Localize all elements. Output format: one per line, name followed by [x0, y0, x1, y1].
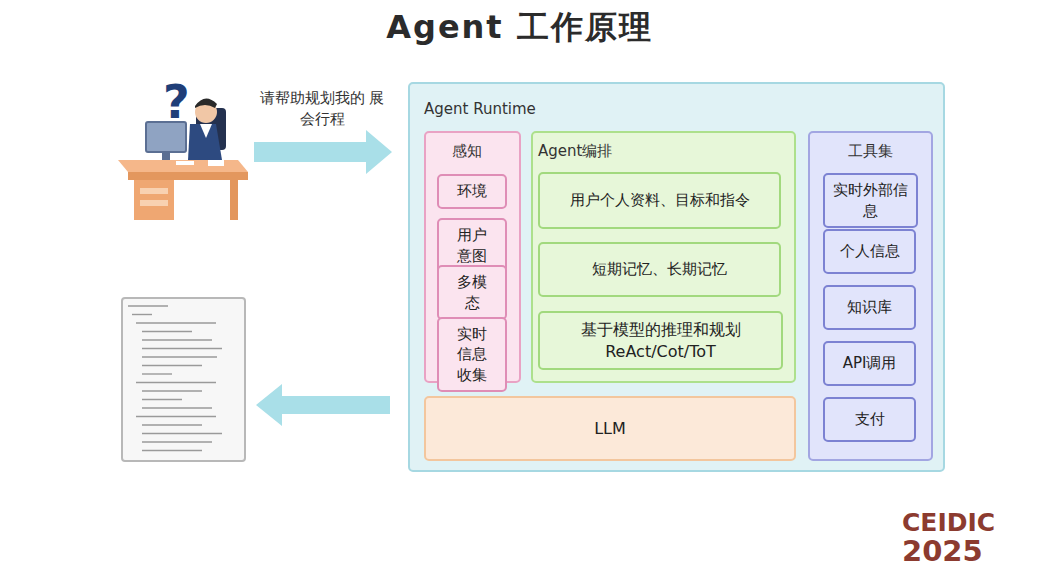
box-label: 实时外部信息 — [829, 180, 912, 221]
box-label: 用户个人资料、目标和指令 — [570, 190, 750, 210]
group-heading: Agent Runtime — [424, 100, 536, 118]
component-box: 短期记忆、长期记忆 — [538, 242, 781, 297]
box-label: 用户意图 — [457, 225, 488, 266]
response-arrow — [256, 384, 390, 426]
svg-text:?: ? — [163, 75, 190, 129]
box-label: LLM — [594, 418, 626, 440]
group-box: 工具集实时外部信息个人信息知识库 API调用支付 — [808, 131, 933, 461]
component-box: 支付 — [823, 397, 916, 442]
group-box: 感知环境用户意图多模态实时信息收集 — [424, 131, 521, 383]
component-box: 个人信息 — [823, 229, 916, 274]
component-box: 知识库 — [823, 285, 916, 330]
diagram-title: Agent 工作原理 — [0, 6, 1039, 50]
box-label: API调用 — [843, 353, 897, 373]
component-box: 实时外部信息 — [823, 173, 918, 228]
box-label: 短期记忆、长期记忆 — [592, 259, 727, 279]
component-box: 实时信息收集 — [437, 317, 507, 392]
request-text: 请帮助规划我的 展会行程 — [258, 88, 386, 130]
group-heading: Agent编排 — [538, 142, 612, 161]
component-box: 环境 — [437, 174, 507, 209]
box-label: 基于模型的推理和规划 ReAct/Cot/ToT — [544, 319, 777, 362]
box-label: 多模态 — [457, 272, 488, 313]
output-document — [122, 298, 245, 461]
person-at-desk: ? — [118, 75, 248, 220]
box-label: 知识库 — [847, 297, 892, 317]
group-box: Agent编排用户个人资料、目标和指令短期记忆、长期记忆基于模型的推理和规划 R… — [531, 131, 796, 383]
component-box: 多模态 — [437, 265, 507, 320]
component-box: LLM — [424, 396, 796, 461]
logo-year: 2025 — [902, 537, 1012, 566]
request-arrow — [254, 130, 392, 174]
box-label: 环境 — [457, 181, 488, 201]
box-label: 个人信息 — [840, 241, 900, 261]
box-label: 实时信息收集 — [457, 324, 488, 385]
component-box: API调用 — [823, 341, 916, 386]
component-box: 用户个人资料、目标和指令 — [538, 172, 781, 229]
group-heading: 感知 — [452, 142, 482, 161]
group-heading: 工具集 — [810, 142, 931, 161]
group-box: Agent Runtime感知环境用户意图多模态实时信息收集Agent编排用户个… — [408, 82, 945, 472]
logo-text: CEIDIC — [902, 510, 1012, 535]
box-label: 支付 — [855, 409, 885, 429]
component-box: 基于模型的推理和规划 ReAct/Cot/ToT — [538, 311, 783, 370]
